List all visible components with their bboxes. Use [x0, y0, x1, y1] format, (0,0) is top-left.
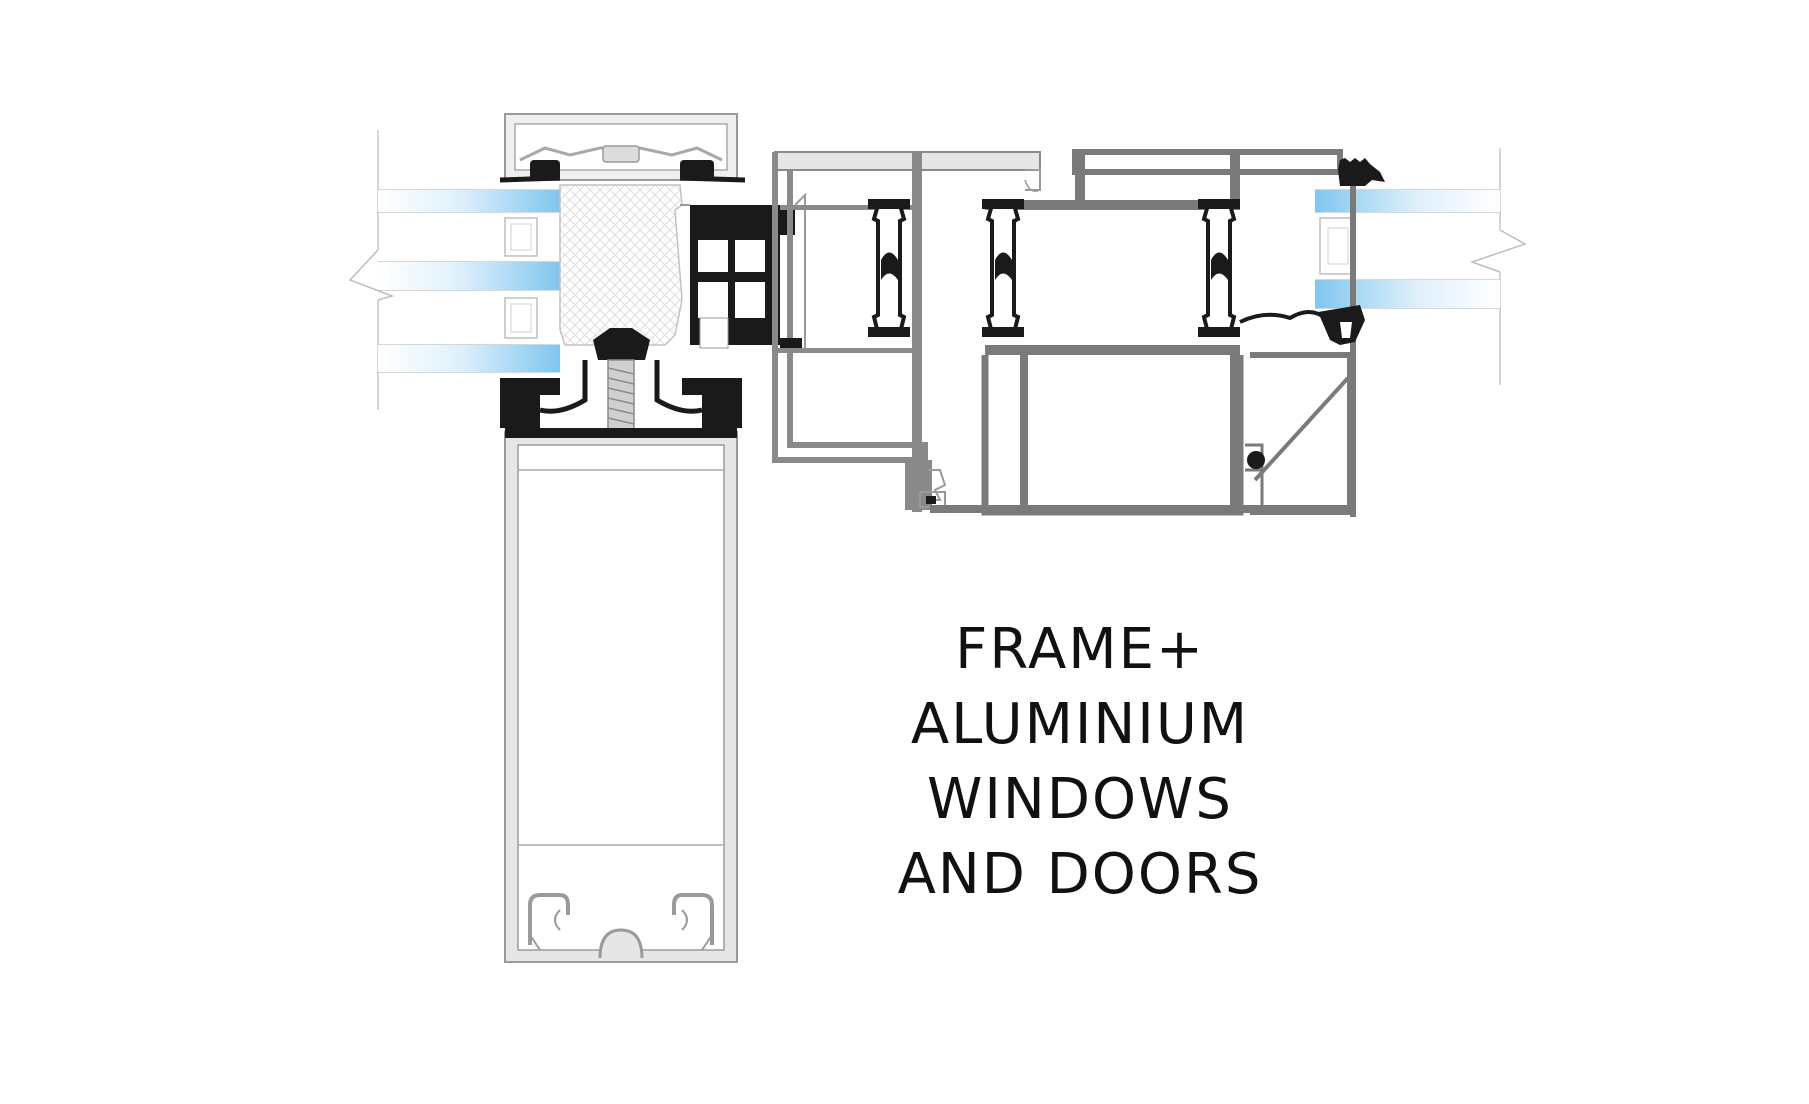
title-line-4: AND DOORS	[897, 842, 1263, 907]
title-line-2: ALUMINIUM	[910, 692, 1250, 757]
spacer-bar-right	[1319, 217, 1355, 275]
window-sash	[930, 149, 1356, 517]
pressure-cap	[499, 113, 746, 183]
outer-frame	[772, 151, 1041, 512]
sash-gaskets	[1239, 158, 1385, 345]
glass-pane-inner-right	[1315, 280, 1500, 308]
right-glazing-unit	[1315, 148, 1527, 385]
cap-gasket	[680, 160, 714, 180]
title-line-1: FRAME+	[955, 617, 1205, 682]
thermal-breaks	[780, 199, 1240, 348]
adaptor-section	[690, 192, 806, 350]
thermal-insulator	[559, 184, 683, 346]
mullion-profile	[504, 431, 738, 963]
glass-pane-inner	[378, 345, 560, 372]
screw-icon	[607, 359, 635, 436]
cap-gasket	[530, 160, 560, 180]
glass-pane-outer	[378, 190, 560, 212]
glass-pane-middle	[378, 262, 560, 290]
spacer-bar	[504, 297, 538, 339]
glass-pane-outer-right	[1315, 190, 1500, 212]
product-title: FRAME+ ALUMINIUM WINDOWS AND DOORS	[860, 612, 1300, 912]
left-glazing-unit	[348, 130, 560, 410]
inner-gaskets	[500, 328, 742, 438]
title-line-3: WINDOWS	[927, 767, 1233, 832]
